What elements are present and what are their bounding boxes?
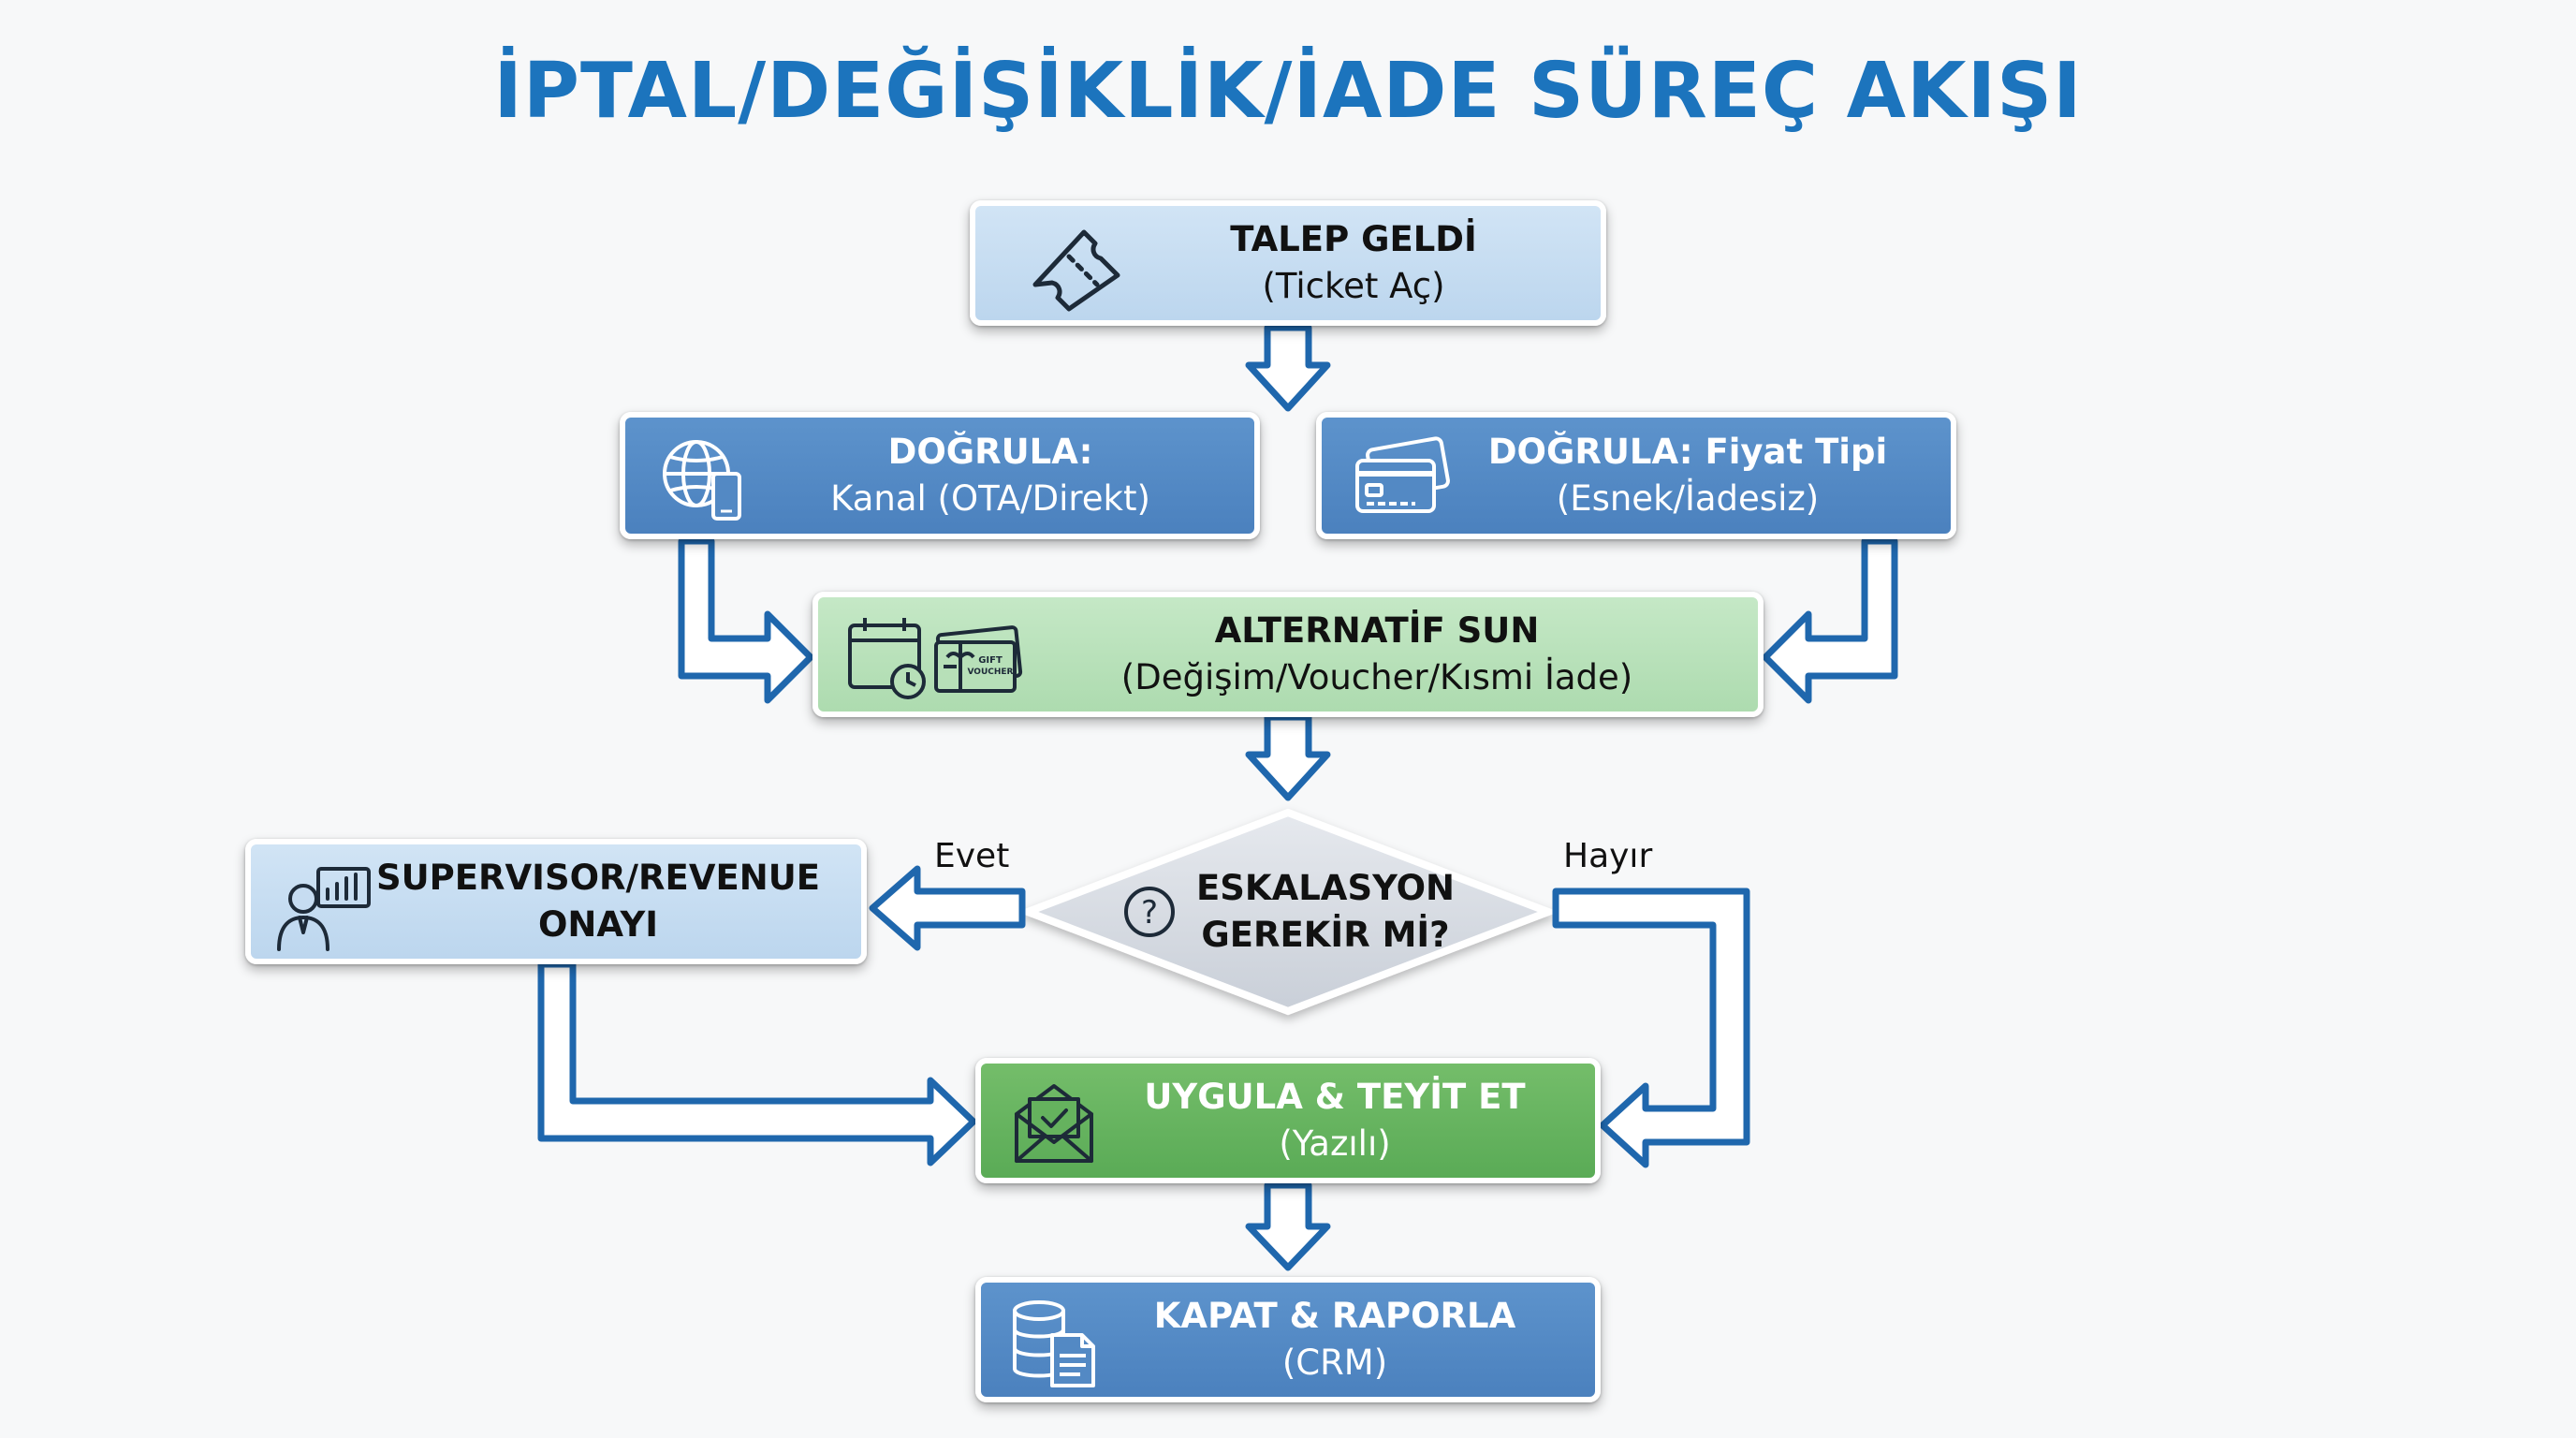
arrow-hayir-to-uygula bbox=[1552, 888, 1750, 1168]
kapat-title: KAPAT & RAPORLA bbox=[1153, 1296, 1516, 1336]
arrow-talep-to-dogrula bbox=[1245, 324, 1331, 412]
node-supervisor-onayi: SUPERVISOR/REVENUE ONAYI bbox=[245, 839, 867, 964]
node-dogrula-fiyat: DOĞRULA: Fiyat Tipi (Esnek/İadesiz) bbox=[1316, 412, 1956, 539]
decision-diamond bbox=[1017, 808, 1559, 1016]
voucher-label-1: GIFT bbox=[978, 655, 1003, 666]
page-title: İPTAL/DEĞİŞİKLİK/İADE SÜREÇ AKIŞI bbox=[493, 47, 2083, 136]
database-report-icon bbox=[1007, 1296, 1101, 1389]
credit-card-icon bbox=[1350, 433, 1453, 526]
question-icon: ? bbox=[1121, 884, 1178, 940]
eskalasyon-title: ESKALASYON bbox=[1196, 868, 1455, 908]
node-alternatif-sun: GIFT VOUCHER ALTERNATİF SUN (Değişim/Vou… bbox=[812, 592, 1764, 717]
globe-phone-icon bbox=[657, 431, 751, 524]
node-kapat-raporla: KAPAT & RAPORLA (CRM) bbox=[975, 1277, 1601, 1402]
alternatif-title: ALTERNATİF SUN bbox=[1214, 610, 1540, 651]
uygula-title: UYGULA & TEYİT ET bbox=[1144, 1077, 1526, 1117]
eskalasyon-subtitle: GEREKİR Mİ? bbox=[1201, 915, 1450, 955]
node-eskalasyon: ? ESKALASYON GEREKİR Mİ? bbox=[1026, 859, 1550, 964]
envelope-check-icon bbox=[1007, 1077, 1101, 1170]
supervisor-subtitle: ONAYI bbox=[537, 904, 659, 945]
fiyat-subtitle: (Esnek/İadesiz) bbox=[1556, 478, 1820, 519]
talep-subtitle: (Ticket Aç) bbox=[1262, 266, 1445, 306]
svg-text:?: ? bbox=[1141, 894, 1158, 932]
kanal-title: DOĞRULA: bbox=[887, 432, 1093, 472]
node-dogrula-kanal: DOĞRULA: Kanal (OTA/Direkt) bbox=[620, 412, 1260, 539]
arrow-evet-to-supervisor bbox=[869, 865, 1026, 951]
manager-chart-icon bbox=[271, 859, 374, 953]
node-talep-geldi: TALEP GELDİ (Ticket Aç) bbox=[970, 200, 1606, 326]
supervisor-title: SUPERVISOR/REVENUE bbox=[375, 858, 821, 898]
arrow-supervisor-to-uygula bbox=[537, 961, 977, 1167]
fiyat-title: DOĞRULA: Fiyat Tipi bbox=[1487, 432, 1888, 472]
calendar-voucher-icon: GIFT VOUCHER bbox=[846, 614, 1024, 704]
edge-label-evet: Evet bbox=[934, 837, 1010, 875]
node-uygula-teyit: UYGULA & TEYİT ET (Yazılı) bbox=[975, 1058, 1601, 1183]
alternatif-subtitle: (Değişim/Voucher/Kısmi İade) bbox=[1120, 657, 1633, 697]
arrow-kanal-to-alternatif bbox=[678, 537, 814, 704]
talep-title: TALEP GELDİ bbox=[1230, 219, 1477, 259]
ticket-icon bbox=[1026, 219, 1129, 318]
arrow-alternatif-to-eskalasyon bbox=[1245, 713, 1331, 801]
voucher-label-2: VOUCHER bbox=[968, 668, 1014, 677]
uygula-subtitle: (Yazılı) bbox=[1279, 1123, 1391, 1164]
kapat-subtitle: (CRM) bbox=[1281, 1343, 1388, 1383]
edge-label-hayir: Hayır bbox=[1563, 837, 1653, 875]
arrow-uygula-to-kapat bbox=[1245, 1181, 1331, 1271]
arrow-fiyat-to-alternatif bbox=[1762, 537, 1898, 704]
kanal-subtitle: Kanal (OTA/Direkt) bbox=[830, 478, 1150, 519]
